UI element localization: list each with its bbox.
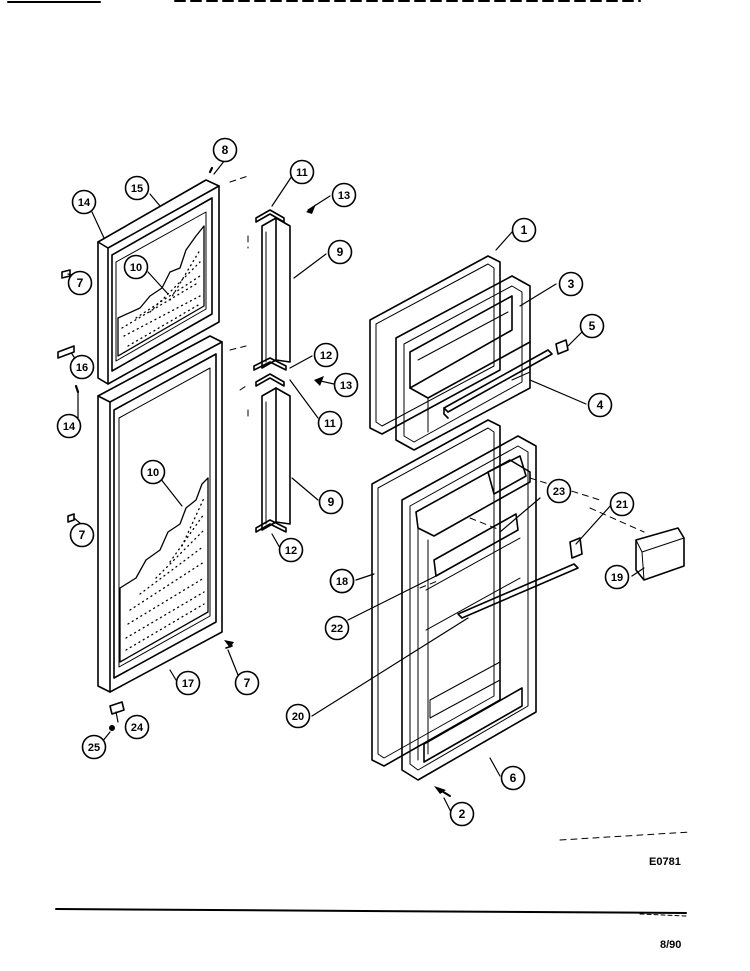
callout-14: 14 bbox=[71, 189, 97, 215]
callout-6: 6 bbox=[500, 765, 526, 791]
butter-door-part bbox=[635, 527, 685, 581]
callout-label: 14 bbox=[78, 197, 91, 209]
callout-label: 7 bbox=[244, 676, 251, 690]
food-shelf-end-cap bbox=[569, 537, 583, 559]
callout-label: 18 bbox=[336, 576, 348, 588]
callout-23: 23 bbox=[546, 478, 572, 504]
callout-19: 19 bbox=[604, 564, 630, 590]
callout-10: 10 bbox=[123, 254, 149, 280]
freezer-door-shelf bbox=[443, 349, 553, 419]
callout-label: 17 bbox=[182, 678, 194, 690]
callout-7: 7 bbox=[234, 670, 260, 696]
callout-label: 12 bbox=[285, 545, 297, 557]
callout-label: 7 bbox=[77, 276, 84, 290]
header-strokes bbox=[7, 0, 641, 3]
callout-2: 2 bbox=[449, 801, 475, 827]
callout-label: 24 bbox=[131, 722, 144, 734]
callout-22: 22 bbox=[324, 615, 350, 641]
lower-door-frame bbox=[97, 335, 223, 693]
callout-label: 16 bbox=[76, 362, 88, 374]
callout-9: 9 bbox=[327, 239, 353, 265]
callout-arrowheads bbox=[224, 204, 446, 794]
callout-label: 9 bbox=[328, 495, 335, 509]
right-dashed-leaders bbox=[419, 477, 691, 841]
callout-10: 10 bbox=[140, 459, 166, 485]
callout-balloons: 1234567778991010111112121313141415161617… bbox=[56, 137, 635, 827]
food-door-gasket bbox=[371, 419, 501, 767]
callout-label: 3 bbox=[568, 277, 575, 291]
callout-label: 10 bbox=[130, 262, 142, 274]
callout-11: 11 bbox=[317, 410, 343, 436]
callout-12: 12 bbox=[313, 342, 339, 368]
callout-7: 7 bbox=[69, 522, 95, 548]
bottom-rule bbox=[55, 908, 687, 917]
callout-label: 23 bbox=[553, 486, 565, 498]
dairy-door bbox=[433, 513, 519, 577]
callout-label: 6 bbox=[510, 771, 517, 785]
callout-label: 22 bbox=[331, 623, 343, 635]
food-door-shelf bbox=[457, 563, 579, 619]
callout-13: 13 bbox=[333, 372, 359, 398]
callout-label: 13 bbox=[338, 190, 350, 202]
callout-label: 19 bbox=[611, 572, 623, 584]
freezer-shelf-end-cap bbox=[555, 339, 569, 355]
lower-hinge-channel bbox=[255, 373, 291, 533]
callout-3: 3 bbox=[558, 271, 584, 297]
drawing-code: E0781 bbox=[649, 856, 681, 868]
callout-label: 4 bbox=[597, 398, 604, 412]
callout-label: 13 bbox=[340, 380, 352, 392]
callout-15: 15 bbox=[124, 175, 150, 201]
callout-8: 8 bbox=[212, 137, 238, 163]
callout-9: 9 bbox=[318, 489, 344, 515]
callout-label: 11 bbox=[324, 418, 336, 430]
callout-7: 7 bbox=[67, 270, 93, 296]
callout-4: 4 bbox=[587, 392, 613, 418]
callout-label: 9 bbox=[337, 245, 344, 259]
drawing-date: 8/90 bbox=[660, 939, 682, 951]
callout-11: 11 bbox=[289, 159, 315, 185]
left-dashed-leaders bbox=[229, 175, 249, 421]
callout-1: 1 bbox=[511, 217, 537, 243]
callout-label: 25 bbox=[88, 742, 100, 754]
callout-label: 15 bbox=[131, 183, 143, 195]
upper-insulation bbox=[117, 225, 205, 357]
callout-label: 11 bbox=[296, 167, 308, 179]
callout-label: 2 bbox=[459, 807, 466, 821]
callout-label: 12 bbox=[320, 350, 332, 362]
callout-12: 12 bbox=[278, 537, 304, 563]
callout-16: 16 bbox=[69, 354, 95, 380]
callout-18: 18 bbox=[329, 568, 355, 594]
callout-label: 5 bbox=[589, 319, 596, 333]
upper-door-frame bbox=[97, 179, 220, 385]
callout-label: 7 bbox=[79, 528, 86, 542]
callout-14: 14 bbox=[56, 413, 82, 439]
callout-20: 20 bbox=[285, 703, 311, 729]
callout-5: 5 bbox=[579, 313, 605, 339]
callout-25: 25 bbox=[81, 734, 107, 760]
callout-label: 10 bbox=[147, 467, 159, 479]
callout-label: 14 bbox=[63, 421, 76, 433]
callout-label: 1 bbox=[521, 223, 528, 237]
food-door-liner bbox=[401, 435, 537, 781]
callout-label: 20 bbox=[292, 711, 304, 723]
freezer-door-gasket bbox=[369, 255, 501, 435]
callout-label: 8 bbox=[222, 143, 229, 157]
callout-24: 24 bbox=[124, 714, 150, 740]
callout-label: 21 bbox=[616, 499, 628, 511]
callout-13: 13 bbox=[331, 182, 357, 208]
callout-leaders bbox=[67, 159, 645, 815]
lower-insulation bbox=[119, 477, 209, 663]
callout-17: 17 bbox=[175, 670, 201, 696]
freezer-door-liner bbox=[395, 275, 531, 451]
callout-21: 21 bbox=[609, 491, 635, 517]
upper-hinge-channel bbox=[253, 209, 291, 371]
